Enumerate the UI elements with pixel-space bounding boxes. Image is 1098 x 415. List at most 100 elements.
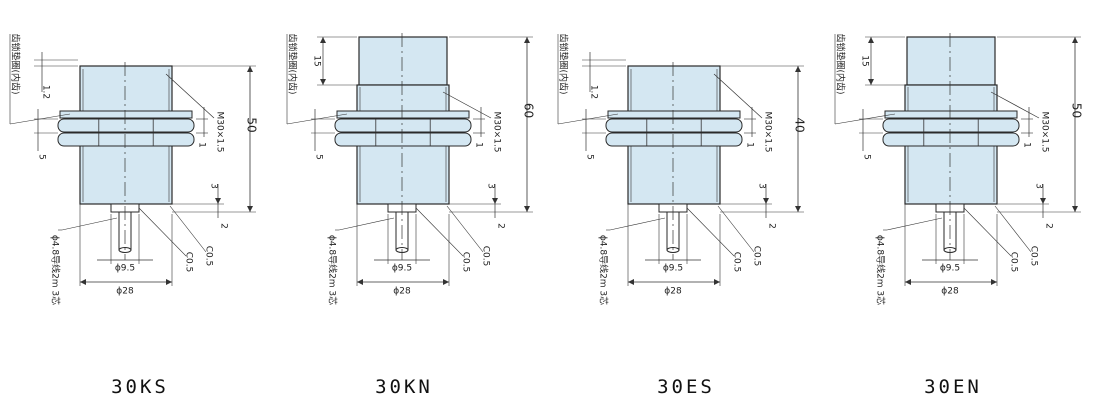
chamfer-leader xyxy=(994,205,1032,253)
nut-value: 5 xyxy=(585,154,595,160)
thread-spec: M30×1.5 xyxy=(492,111,502,152)
arrowhead xyxy=(492,198,498,204)
model-label-30ks: 30KS xyxy=(111,376,169,398)
tail-step-value: 2 xyxy=(496,223,506,229)
chamfer-leader xyxy=(138,207,187,257)
chamfer-leader xyxy=(963,207,1012,257)
chamfer-leader xyxy=(169,205,207,253)
lock-washer xyxy=(884,110,1018,119)
inner-diameter-value: ϕ9.5 xyxy=(115,264,135,274)
arrowhead xyxy=(320,37,326,43)
arrowhead xyxy=(247,66,253,72)
arrowhead xyxy=(795,206,801,212)
nut-value: 5 xyxy=(37,154,47,160)
chamfer-label-a: C0.5 xyxy=(461,252,471,273)
arrowhead xyxy=(443,279,449,285)
thread-leader xyxy=(165,73,215,119)
cable-leader xyxy=(886,217,943,231)
arrowhead xyxy=(763,198,769,204)
washer-offset-value: 1.2 xyxy=(41,85,51,99)
nut-body xyxy=(334,118,472,133)
tail-value: 3 xyxy=(486,183,496,189)
nut-gap-value: 1 xyxy=(1022,142,1032,148)
chamfer-leader xyxy=(446,205,484,253)
arrowhead xyxy=(357,279,363,285)
head-length-value: 15 xyxy=(860,55,870,66)
washer-offset-value: 1.2 xyxy=(589,85,599,99)
arrowhead xyxy=(247,206,253,212)
chamfer-label-b: C0.5 xyxy=(752,246,762,267)
lock-washer xyxy=(59,110,193,119)
hex-nut-upper xyxy=(882,118,1020,133)
nut-body xyxy=(605,132,743,147)
model-label-30es: 30ES xyxy=(657,376,715,398)
arrowhead xyxy=(991,279,997,285)
tail-value: 3 xyxy=(209,183,219,189)
chamfer-label-b: C0.5 xyxy=(204,246,214,267)
chamfer-leader xyxy=(686,207,735,257)
inner-diameter-value: ϕ9.5 xyxy=(940,264,960,274)
chamfer-label-a: C0.5 xyxy=(184,252,194,273)
sensing-head xyxy=(358,36,448,86)
arrowhead xyxy=(868,79,874,85)
chamfer-label-b: C0.5 xyxy=(481,246,491,267)
hex-nut-lower xyxy=(882,132,1020,147)
chamfer-label-a: C0.5 xyxy=(732,252,742,273)
cable-note: ϕ4.8导线2m 3芯 xyxy=(598,235,610,305)
arrowhead xyxy=(524,206,530,212)
cable-leader xyxy=(61,217,118,231)
sensor-drawing-30ks: 50 M30×1.5 1 3 2C0.5 C0.5 ϕ9.5 ϕ28 ϕ4.8导线2m 3芯 齿锁… xyxy=(10,33,259,305)
outer-diameter-value: ϕ28 xyxy=(941,287,959,297)
nut-body xyxy=(57,132,195,147)
head-length-value: 15 xyxy=(312,55,322,66)
arrowhead xyxy=(905,279,911,285)
tail-step-value: 2 xyxy=(767,223,777,229)
hex-nut-upper xyxy=(605,118,743,133)
inner-diameter-value: ϕ9.5 xyxy=(392,264,412,274)
model-label-30en: 30EN xyxy=(924,376,982,398)
tail-step-value: 2 xyxy=(1044,223,1054,229)
hex-nut-lower xyxy=(605,132,743,147)
thread-leader xyxy=(442,91,492,119)
chamfer-label-a: C0.5 xyxy=(1009,252,1019,273)
model-label-30kn: 30KN xyxy=(375,376,433,398)
overall-length-value: 50 xyxy=(1070,103,1084,118)
outer-diameter-value: ϕ28 xyxy=(116,287,134,297)
nut-body xyxy=(882,132,1020,147)
cable-note: ϕ4.8导线2m 3芯 xyxy=(50,235,62,305)
chamfer-label-b: C0.5 xyxy=(1029,246,1039,267)
cable-note: ϕ4.8导线2m 3芯 xyxy=(875,235,887,305)
nut-body xyxy=(57,118,195,133)
washer-note: 齿锁垫圈(内齿) xyxy=(558,33,570,94)
arrowhead xyxy=(1072,37,1078,43)
lock-washer xyxy=(607,110,741,119)
overall-length-value: 50 xyxy=(245,117,259,132)
overall-length-value: 60 xyxy=(522,103,536,118)
overall-length-value: 40 xyxy=(793,117,807,132)
arrowhead xyxy=(524,37,530,43)
arrowhead xyxy=(320,79,326,85)
arrowhead xyxy=(1072,206,1078,212)
tail-step-value: 2 xyxy=(219,223,229,229)
tail-value: 3 xyxy=(1034,183,1044,189)
washer-note: 齿锁垫圈(内齿) xyxy=(835,33,847,94)
hex-nut-upper xyxy=(57,118,195,133)
inner-diameter-value: ϕ9.5 xyxy=(663,264,683,274)
nut-gap-value: 1 xyxy=(745,142,755,148)
arrowhead xyxy=(166,279,172,285)
chamfer-leader xyxy=(717,205,755,253)
arrowhead xyxy=(714,279,720,285)
hex-nut-lower xyxy=(57,132,195,147)
arrowhead xyxy=(80,279,86,285)
thread-spec: M30×1.5 xyxy=(215,111,225,152)
hex-nut-lower xyxy=(334,132,472,147)
hex-nut-upper xyxy=(334,118,472,133)
washer-note: 齿锁垫圈(内齿) xyxy=(10,33,22,94)
nut-gap-value: 1 xyxy=(197,142,207,148)
chamfer-leader xyxy=(415,207,464,257)
cable-leader xyxy=(338,217,395,231)
nut-value: 5 xyxy=(314,154,324,160)
